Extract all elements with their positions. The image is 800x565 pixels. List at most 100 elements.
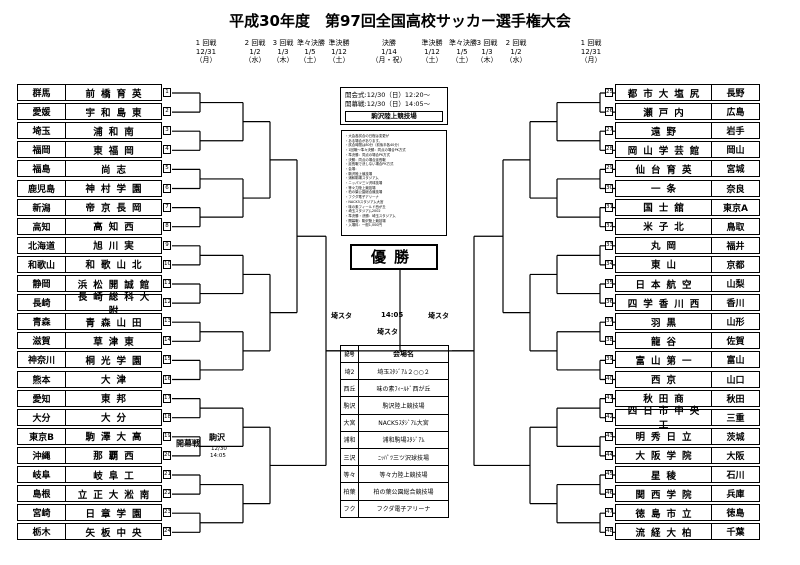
team-prefecture: 佐賀 <box>711 333 759 349</box>
team-school: 浦和南 <box>93 126 140 138</box>
final-time: 14:05 <box>381 311 404 319</box>
team-prefecture: 岐阜 <box>18 467 66 482</box>
team-school: 西京 <box>650 375 682 386</box>
venue-code: 柏葉 <box>340 482 359 501</box>
team-number: 44 <box>605 450 613 460</box>
team-number: 32 <box>605 221 613 231</box>
opening-match-venue: 駒沢 <box>209 433 225 442</box>
team-school: 那覇西 <box>93 451 140 463</box>
team-prefecture: 鳥取 <box>711 218 759 234</box>
team-number: 9 <box>163 240 171 250</box>
team-number: 31 <box>605 202 613 212</box>
team-school: 尚志 <box>100 164 132 176</box>
team-number: 34 <box>605 259 613 269</box>
team-school: 岡山学芸館 <box>627 145 706 157</box>
team-school: 東山 <box>650 260 682 272</box>
team-prefecture: 栃木 <box>18 524 66 540</box>
team-school: 草津東 <box>93 336 140 348</box>
round-header: 2 回戦 1/2 （水） <box>505 39 527 64</box>
team-row: 愛知東邦 <box>17 389 162 407</box>
venue-name: ﾆｯﾊﾟﾂ三ツ沢球技場 <box>358 447 449 467</box>
team-school: 徳島市立 <box>635 508 698 520</box>
team-school: 帝京長岡 <box>85 203 148 215</box>
team-school: 矢板中央 <box>85 527 148 539</box>
team-number: 17 <box>163 393 171 403</box>
team-row: 大分大分 <box>17 408 162 426</box>
team-row: 羽黒山形 <box>615 313 760 331</box>
team-number: 29 <box>605 164 613 174</box>
team-school: 羽黒 <box>650 317 682 329</box>
team-school: 日章学園 <box>85 508 148 520</box>
final-venue-right: 埼スタ <box>428 312 449 320</box>
team-school: 仙台育英 <box>635 164 698 176</box>
team-prefecture: 岡山 <box>711 142 759 158</box>
team-row: 西京 山口 <box>615 370 760 388</box>
team-number: 12 <box>163 298 171 308</box>
round-header: 準決勝 1/12 （土） <box>421 39 443 64</box>
team-prefecture: 北海道 <box>18 237 66 253</box>
venue-code: 大宮 <box>340 413 359 432</box>
team-school: 流経大柏 <box>635 527 698 539</box>
team-row: 沖縄那覇西 <box>17 446 162 464</box>
team-prefecture: 徳島 <box>711 505 759 521</box>
team-row: 埼玉 浦和南 <box>17 122 162 140</box>
team-row: 四日市中央工三重 <box>615 406 760 431</box>
team-prefecture: 兵庫 <box>711 486 759 502</box>
team-prefecture: 滋賀 <box>18 333 66 349</box>
team-prefecture: 愛知 <box>18 390 66 406</box>
team-row: 宮崎日章学園 <box>17 504 162 522</box>
team-prefecture: 神奈川 <box>18 352 66 368</box>
venue-row: 柏葉柏の葉公園総合競技場 <box>340 482 449 501</box>
round-header: 準々決勝 1/5 （土） <box>297 39 325 64</box>
team-number: 24 <box>163 527 171 537</box>
team-number: 5 <box>163 164 171 174</box>
team-school: 高知西 <box>93 222 140 234</box>
venue-name-header: 会場名 <box>358 345 449 363</box>
venue-name: 浦和駒場ｽﾀｼﾞｱﾑ <box>358 430 449 449</box>
round-header: 1 回戦 12/31 （月） <box>195 39 217 64</box>
team-prefecture: 秋田 <box>711 390 759 406</box>
team-number: 15 <box>163 355 171 365</box>
team-row: 富山第一富山 <box>615 351 760 369</box>
team-school: 青森山田 <box>85 317 148 329</box>
venue-code: 等々 <box>340 465 359 484</box>
team-school: 神村学園 <box>85 184 148 195</box>
round-header: 3 回戦 1/3 （木） <box>272 39 294 64</box>
team-row: 長崎長崎総科大附 <box>17 292 162 317</box>
venue-code: フク <box>340 499 359 518</box>
final-venue: 埼スタ <box>377 328 398 336</box>
team-number: 45 <box>605 470 613 479</box>
venue-name: NACK5ｽﾀｼﾞｱﾑ大宮 <box>358 413 449 432</box>
team-school: 宇和島東 <box>85 107 148 119</box>
team-school: 四学香川西 <box>627 298 706 310</box>
champion-box: 優勝 <box>350 244 438 270</box>
team-row: 龍谷佐賀 <box>615 332 760 350</box>
team-number: 47 <box>605 508 613 518</box>
team-prefecture: 山口 <box>711 371 759 387</box>
team-number: 41 <box>605 393 613 403</box>
team-number: 35 <box>605 279 613 288</box>
opening-match-time-label: 14:05 <box>210 453 226 459</box>
team-number: 3 <box>163 126 171 136</box>
team-prefecture: 大分 <box>18 409 66 425</box>
team-row: 星稜石川 <box>615 466 760 483</box>
team-number: 10 <box>163 259 171 269</box>
team-row: 大阪学院大阪 <box>615 446 760 464</box>
team-prefecture: 茨城 <box>711 428 759 444</box>
tournament-notes: ・大会各試合の日程は変更が ・ある場合があります。 ・試合時間は80分（前後半各… <box>341 130 447 236</box>
team-prefecture: 長野 <box>711 85 759 100</box>
opening-match-time: 開幕戦:12/30（日）14:05～ <box>345 100 431 108</box>
team-number: 2 <box>163 107 171 117</box>
team-prefecture: 埼玉 <box>18 123 66 139</box>
final-venue-left: 埼スタ <box>331 312 352 320</box>
team-school: 星稜 <box>650 470 682 482</box>
team-row: 四学香川西香川 <box>615 294 760 312</box>
team-school: 桐光学園 <box>85 355 148 367</box>
opening-info-box: 開会式:12/30（日）12:20～ 開幕戦:12/30（日）14:05～ 駒沢… <box>340 87 448 125</box>
team-school: 国士舘 <box>643 203 690 215</box>
team-row: 一条奈良 <box>615 179 760 197</box>
round-header: 準々決勝 1/5 （土） <box>449 39 477 64</box>
venue-name: 埼玉ｽﾀｼﾞｱﾑ２○○２ <box>358 361 449 381</box>
team-prefecture: 宮城 <box>711 161 759 177</box>
